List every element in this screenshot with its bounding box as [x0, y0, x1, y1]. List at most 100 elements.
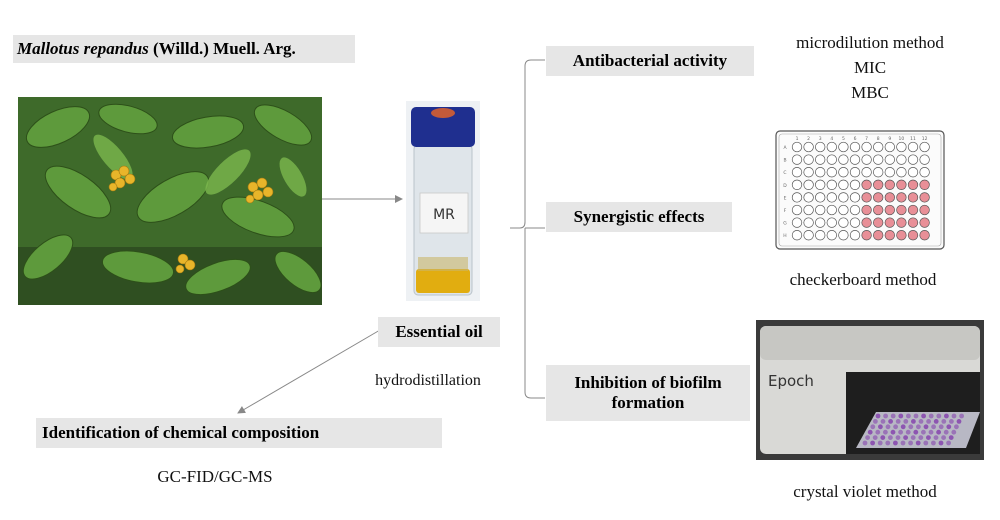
stained-well	[954, 424, 959, 430]
stained-well	[913, 413, 919, 419]
vial-label: MR	[433, 207, 455, 223]
stained-well	[880, 435, 886, 440]
plate-well-filled	[884, 179, 895, 190]
plate-well-empty	[815, 167, 826, 178]
stained-well	[915, 440, 921, 446]
plate-row-label: G	[783, 221, 787, 227]
plate-well-empty	[791, 204, 803, 216]
plate-well-empty	[896, 141, 907, 153]
plate-well-filled	[884, 204, 895, 216]
hydrodistillation-label: hydrodistillation	[375, 372, 481, 389]
plate-well-empty	[884, 167, 895, 178]
vial-cap	[411, 107, 475, 147]
stained-well	[905, 429, 911, 435]
plate-well-filled	[907, 192, 919, 203]
plate-well-filled	[861, 204, 872, 216]
stained-well	[872, 435, 878, 440]
stained-well	[933, 435, 939, 440]
stained-well	[900, 440, 906, 446]
plate-well-empty	[884, 141, 895, 153]
plate-row-label: E	[784, 195, 787, 201]
reader-brand: Epoch	[768, 372, 814, 390]
stained-well	[946, 424, 952, 430]
stained-well	[928, 429, 934, 435]
plate-well-filled	[884, 230, 895, 241]
plate-well-empty	[907, 154, 919, 165]
plate-well-filled	[907, 179, 919, 190]
stained-well	[890, 413, 896, 419]
checkerboard-label: checkerboard method	[789, 270, 937, 289]
plate-well-empty	[791, 179, 803, 190]
synergistic-effects-box: Synergistic effects	[546, 202, 732, 232]
stained-well	[885, 440, 891, 446]
stained-well	[890, 429, 896, 435]
plate-row-label: A	[783, 145, 787, 151]
plate-well-empty	[907, 141, 919, 153]
species-authority: (Willd.) Muell. Arg.	[148, 39, 296, 58]
plate-well-empty	[884, 154, 895, 165]
stained-well	[944, 413, 949, 419]
stained-well	[883, 429, 888, 435]
plate-well-empty	[849, 204, 861, 216]
plate-well-empty	[896, 167, 907, 178]
oil-to-identification-arrow	[237, 329, 381, 414]
plate-col-label: 7	[865, 136, 868, 142]
plate-well-empty	[826, 179, 837, 190]
plate-well-filled	[907, 204, 919, 216]
plate-well-empty	[861, 167, 872, 178]
plate-row-label: D	[783, 183, 787, 189]
mbc-label: MBC	[851, 83, 889, 102]
stained-well	[888, 419, 893, 424]
reader-wells	[862, 413, 964, 446]
gc-method-label: GC-FID/GC-MS	[157, 467, 273, 486]
plate-row-label: F	[784, 208, 787, 214]
stained-well	[910, 435, 916, 440]
stained-well	[865, 435, 870, 440]
plate-reader-photo: Epoch	[756, 320, 984, 460]
plate-well-filled	[861, 217, 872, 228]
oil-layer	[416, 269, 470, 293]
stained-well	[956, 419, 962, 424]
plate-row-label: B	[783, 158, 786, 164]
stained-well	[875, 413, 881, 419]
essential-oil-box: Essential oil	[378, 317, 500, 347]
microdilution-label: microdilution method	[796, 33, 944, 52]
stained-well	[888, 435, 893, 440]
plate-well-empty	[803, 217, 814, 228]
stained-well	[926, 419, 931, 424]
stained-well	[880, 419, 886, 424]
stained-well	[913, 429, 919, 435]
stained-well	[921, 413, 926, 419]
stained-well	[895, 419, 901, 424]
plate-well-empty	[849, 141, 861, 153]
plate-well-filled	[873, 217, 884, 228]
plate-col-label: 11	[910, 136, 916, 142]
stained-well	[938, 424, 944, 430]
plate-well-empty	[838, 204, 849, 216]
plate-well-filled	[896, 179, 907, 190]
species-title: Mallotus repandus (Willd.) Muell. Arg.	[13, 35, 355, 63]
plate-well-empty	[815, 217, 826, 228]
plate-well-empty	[826, 141, 837, 153]
plate-well-empty	[861, 154, 872, 165]
plate-well-empty	[849, 230, 861, 241]
stained-well	[936, 429, 941, 435]
plate-well-filled	[907, 217, 919, 228]
stained-well	[951, 429, 957, 435]
stained-well	[949, 419, 954, 424]
plate-well-empty	[803, 167, 814, 178]
plant-photo	[18, 97, 322, 305]
plate-well-filled	[919, 179, 930, 190]
stained-well	[931, 424, 936, 430]
stained-well	[862, 440, 868, 446]
stained-well	[911, 419, 916, 424]
stained-well	[877, 440, 883, 446]
plate-well-filled	[919, 204, 930, 216]
plate-well-empty	[838, 154, 849, 165]
stained-well	[893, 440, 898, 446]
plate-well-empty	[838, 192, 849, 203]
plate-well-empty	[815, 179, 826, 190]
stained-well	[900, 424, 906, 430]
